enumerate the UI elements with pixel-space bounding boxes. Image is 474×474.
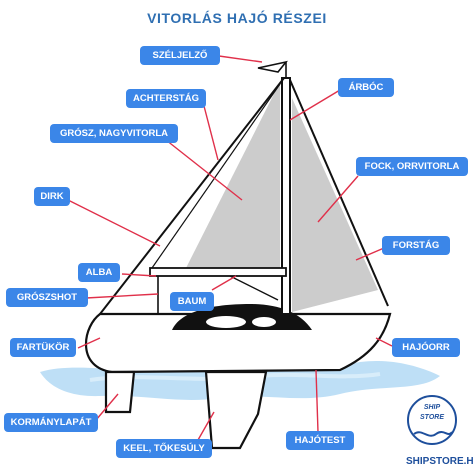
label-hajotest: HAJÓTEST [286,431,354,450]
label-baum: BAUM [170,292,214,311]
label-forstag: FORSTÁG [382,236,450,255]
logo-text-bottom: STORE [420,414,444,421]
leader-arboc [289,89,341,121]
brand-site: SHIPSTORE.HU [406,456,474,467]
mast [281,77,291,315]
leader-keel [197,411,215,441]
boom [149,267,287,277]
label-hajoorr: HAJÓORR [392,338,460,357]
leader-alba [121,273,157,277]
cabin-window [206,316,246,328]
diagram-title: VITORLÁS HAJÓ RÉSZEI [147,10,327,26]
label-alba: ALBA [78,263,120,282]
leader-fock [317,175,359,223]
leader-kormanylapat [95,393,119,421]
leader-hajotest [315,369,319,433]
forestay [289,79,389,307]
vang-line [229,275,279,301]
label-kormanylapat: KORMÁNYLAPÁT [4,413,98,432]
leader-fartukor [77,337,101,349]
topping-lift [151,83,281,269]
leader-groszshot [85,293,159,299]
label-keel-tokesuly: KEEL, TŐKESÚLY [116,439,212,458]
leader-dirk [63,197,161,247]
label-fartukor: FARTÜKÖR [10,338,76,357]
leader-achterstag [203,105,219,161]
logo-text-top: SHIP [423,404,441,411]
label-groszshot: GRÓSZSHOT [6,288,88,307]
leader-szeljelzo [218,55,263,63]
leader-forstag [355,247,385,261]
label-dirk: DIRK [34,187,70,206]
jib-sail [292,98,378,312]
label-grosz-nagyvitorla: GRÓSZ, NAGYVITORLA [50,124,178,143]
keel [204,370,268,450]
logo-wave [413,431,453,437]
rudder [104,370,136,414]
leader-baum [211,275,237,291]
shipstore-logo [407,395,457,445]
leader-hajoorr [375,337,393,347]
mainsail [184,82,280,272]
label-szeljelzo: SZÉLJELZŐ [140,46,220,65]
label-achterstag: ACHTERSTÁG [126,89,206,108]
leader-lines [63,55,393,441]
leader-grosz [165,139,243,201]
label-fock-orrvitorla: FOCK, ORRVITORLA [356,157,468,176]
wind-vane-flag [257,60,289,73]
label-arboc: ÁRBÓC [338,78,394,97]
cabin-window [252,317,276,327]
